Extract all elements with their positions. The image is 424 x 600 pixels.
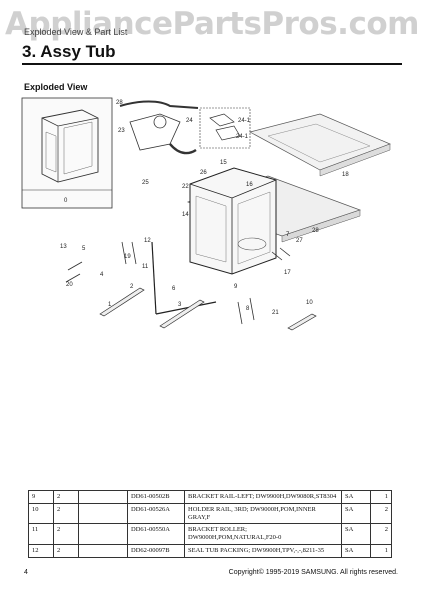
- rail-right: [287, 313, 317, 331]
- main-tub: [189, 167, 277, 275]
- part-qty: 2: [53, 543, 79, 558]
- part-no: 11: [28, 523, 54, 545]
- rail-center: [159, 299, 205, 329]
- callout: 27: [296, 238, 303, 244]
- callout: 2: [130, 284, 134, 290]
- part-num: 2: [370, 502, 392, 525]
- callout: 24: [186, 118, 193, 124]
- section-title: 3. Assy Tub: [22, 42, 116, 61]
- callout: 1: [108, 302, 112, 308]
- base-plate: [249, 113, 391, 171]
- callout: 20: [66, 282, 73, 288]
- callout: 25: [142, 180, 149, 186]
- callout: 4: [100, 272, 104, 278]
- table-row: 12 2 DD62-00097B SEAL TUB PACKING; DW990…: [28, 543, 392, 558]
- part-blank: [78, 523, 128, 545]
- callout: 16: [246, 182, 253, 188]
- part-sa: SA: [341, 543, 371, 558]
- part-sa: SA: [341, 490, 371, 504]
- callout: 28: [116, 100, 123, 106]
- part-num: 2: [370, 523, 392, 545]
- part-no: 12: [28, 543, 54, 558]
- callout: 21: [272, 310, 279, 316]
- callout: 24-1: [238, 118, 251, 124]
- part-qty: 2: [53, 490, 79, 504]
- part-sa: SA: [341, 523, 371, 545]
- callout: 23: [118, 128, 125, 134]
- part-code: DD61-00550A: [127, 523, 185, 545]
- part-no: 10: [28, 502, 54, 525]
- callout: 26: [200, 170, 207, 176]
- watermark: AppliancePartsPros.com: [5, 6, 419, 42]
- breadcrumb: Exploded View & Part List: [24, 27, 128, 37]
- part-qty: 2: [53, 523, 79, 545]
- part-code: DD61-00502B: [127, 490, 185, 504]
- callout: 19: [124, 254, 131, 260]
- callout: 3: [178, 302, 182, 308]
- copyright: Copyright© 1995-2019 SAMSUNG. All rights…: [228, 569, 398, 576]
- callout: 9: [234, 284, 238, 290]
- exploded-view-diagram: 0 28 23 24 24-1 24-1 15 16 18 26 25: [21, 97, 391, 331]
- part-desc: SEAL TUB PACKING; DW9900H,TPV,-,-,8211-3…: [184, 543, 342, 558]
- callout: 15: [220, 160, 227, 166]
- inset-tub-frame: 0: [21, 97, 113, 209]
- callout: 10: [306, 300, 313, 306]
- inset-label: 0: [64, 198, 68, 204]
- part-desc: HOLDER RAIL, 3RD; DW9000H,POM,INNER GRAY…: [184, 502, 342, 525]
- part-num: 1: [370, 490, 392, 504]
- part-no: 9: [28, 490, 54, 504]
- title-rule: [22, 63, 402, 65]
- part-desc: BRACKET RAIL-LEFT; DW9900H,DW9080R,ST830…: [184, 490, 342, 504]
- part-blank: [78, 502, 128, 525]
- callout: 6: [172, 286, 176, 292]
- callout: 12: [144, 238, 151, 244]
- callout: 18: [342, 172, 349, 178]
- callout: 24-1: [236, 134, 249, 140]
- subheading: Exploded View: [24, 82, 88, 92]
- part-blank: [78, 543, 128, 558]
- part-num: 1: [370, 543, 392, 558]
- part-code: DD62-00097B: [127, 543, 185, 558]
- callout: 14: [182, 212, 189, 218]
- part-blank: [78, 490, 128, 504]
- part-desc: BRACKET ROLLER; DW9000H,POM,NATURAL,F20-…: [184, 523, 342, 545]
- part-sa: SA: [341, 502, 371, 525]
- rail-left: [99, 287, 145, 317]
- table-row: 10 2 DD61-00526A HOLDER RAIL, 3RD; DW900…: [28, 502, 392, 525]
- callout: 17: [284, 270, 291, 276]
- callout: 7: [286, 232, 290, 238]
- part-qty: 2: [53, 502, 79, 525]
- parts-table: 9 2 DD61-00502B BRACKET RAIL-LEFT; DW990…: [28, 490, 392, 558]
- callout: 28: [312, 228, 319, 234]
- callout: 5: [82, 246, 86, 252]
- callouts: 28 23 24 24-1 24-1 15 16 18 26 25 22 14 …: [60, 100, 349, 316]
- table-row: 9 2 DD61-00502B BRACKET RAIL-LEFT; DW990…: [28, 490, 392, 504]
- page-number: 4: [24, 569, 28, 576]
- callout: 13: [60, 244, 67, 250]
- callout: 22: [182, 184, 189, 190]
- callout: 11: [142, 264, 149, 270]
- part-code: DD61-00526A: [127, 502, 185, 525]
- callout: 8: [246, 306, 250, 312]
- table-row: 11 2 DD61-00550A BRACKET ROLLER; DW9000H…: [28, 523, 392, 545]
